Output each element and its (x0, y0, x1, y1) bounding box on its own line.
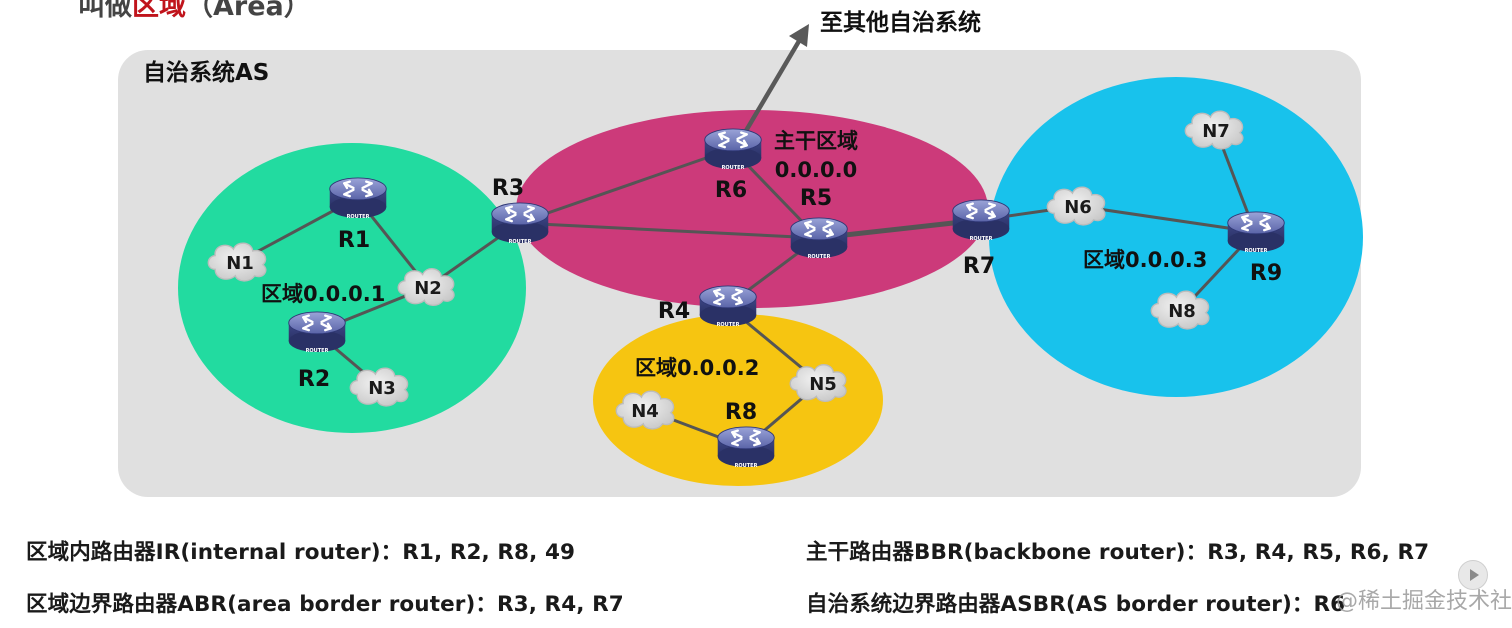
area-3-label: 区域0.0.0.3 (1083, 248, 1207, 272)
router-r7[interactable] (951, 198, 1011, 242)
area-2-label: 区域0.0.0.2 (635, 356, 759, 380)
title-prefix: 叫做 (78, 0, 132, 22)
router-r4-label: R4 (658, 299, 690, 324)
area-0-0-0-1 (178, 143, 526, 433)
router-r8[interactable] (716, 425, 776, 469)
router-r2-label: R2 (298, 367, 330, 392)
arrow-head-icon (789, 24, 809, 47)
router-word-r8: ROUTER (735, 463, 758, 469)
play-icon[interactable] (1458, 560, 1488, 590)
definition-asbr: 自治系统边界路由器ASBR(AS border router)：R6 (806, 592, 1346, 617)
external-as-label: 至其他自治系统 (820, 9, 981, 36)
network-n2-label: N2 (414, 278, 442, 299)
network-n7-label: N7 (1202, 121, 1230, 142)
router-r5[interactable] (789, 216, 849, 260)
definition-bbr: 主干路由器BBR(backbone router)：R3, R4, R5, R6… (806, 540, 1430, 565)
router-word-r7: ROUTER (970, 236, 993, 242)
router-r6[interactable] (703, 127, 763, 171)
router-word-r1: ROUTER (347, 214, 370, 220)
network-n5-label: N5 (809, 374, 837, 395)
router-r5-label: R5 (800, 186, 832, 211)
router-r1-label: R1 (338, 228, 370, 253)
slide-title: 叫做区域（Area） (78, 0, 311, 23)
router-word-r9: ROUTER (1245, 248, 1268, 254)
definition-ir: 区域内路由器IR(internal router)：R1, R2, R8, 49 (26, 540, 576, 565)
router-r9[interactable] (1226, 210, 1286, 254)
network-n3-label: N3 (368, 378, 396, 399)
router-word-r6: ROUTER (722, 165, 745, 171)
network-n1-label: N1 (226, 253, 254, 274)
router-r7-label: R7 (963, 254, 995, 279)
backbone-label-line1: 主干区域 (774, 129, 858, 153)
area-0-0-0-2 (593, 314, 883, 486)
router-r2[interactable] (287, 310, 347, 354)
definition-abr: 区域边界路由器ABR(area border router)：R3, R4, R… (26, 592, 624, 617)
area-1-label: 区域0.0.0.1 (261, 282, 385, 306)
network-n6-label: N6 (1064, 197, 1092, 218)
router-word-r5: ROUTER (808, 254, 831, 260)
network-n4-label: N4 (631, 401, 659, 422)
backbone-label-line2: 0.0.0.0 (775, 158, 857, 182)
watermark: @稀土掘金技术社区 (1336, 589, 1512, 614)
router-r8-label: R8 (725, 400, 757, 425)
router-r6-label: R6 (715, 178, 747, 203)
external-link-arrow (735, 34, 804, 148)
router-r4[interactable] (698, 284, 758, 328)
as-label: 自治系统AS (143, 59, 269, 86)
title-highlight: 区域 (132, 0, 186, 22)
network-n8-label: N8 (1168, 301, 1196, 322)
router-word-r4: ROUTER (717, 322, 740, 328)
router-word-r2: ROUTER (306, 348, 329, 354)
router-word-r3: ROUTER (509, 239, 532, 245)
router-r9-label: R9 (1250, 261, 1282, 286)
title-suffix: （Area） (186, 0, 311, 22)
router-r1[interactable] (328, 176, 388, 220)
area-0-0-0-3 (989, 77, 1363, 397)
router-r3[interactable] (490, 201, 550, 245)
router-r3-label: R3 (492, 176, 524, 201)
backbone-area (516, 110, 988, 308)
